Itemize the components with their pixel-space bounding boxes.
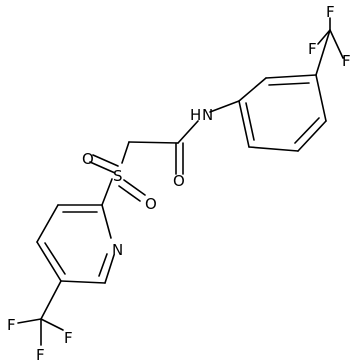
- bond-carbonyl-c-to-ch2: [128, 141, 179, 144]
- bond-lines: [17, 17, 344, 346]
- bond-pyridine-3: [36, 241, 62, 282]
- bond-s-to-o-bottom-1: [123, 179, 146, 196]
- bond-pyridine-2: [36, 204, 59, 243]
- atom-f-top-3: F: [342, 52, 351, 70]
- bond-pyridine-inner-2: [44, 242, 66, 275]
- atom-o-carbonyl: O: [173, 172, 185, 190]
- bond-s-to-o-bottom-2: [118, 185, 141, 202]
- atom-f-bottom-3: F: [36, 346, 45, 362]
- atom-f-top-1: F: [326, 3, 335, 21]
- bond-pyridine-5: [104, 254, 115, 284]
- atom-h-amide: H: [190, 106, 201, 124]
- bond-pyridine-inner-3: [98, 253, 108, 277]
- bond-top-ring-2: [315, 74, 327, 122]
- atom-f-bottom-1: F: [7, 316, 16, 334]
- bond-cf3-top-to-ring: [315, 29, 331, 76]
- bond-cf3-bottom-f1: [17, 318, 42, 324]
- bond-ch2-to-s: [121, 141, 130, 164]
- atom-f-bottom-2: F: [64, 329, 73, 347]
- bond-n-to-carbonyl-c: [177, 120, 199, 144]
- bond-top-ring-5: [238, 100, 250, 148]
- bond-ring-to-cf3-bottom: [40, 280, 62, 320]
- atom-o-sulfonyl-left: O: [82, 150, 94, 168]
- atom-s-sulfonyl: S: [113, 167, 123, 185]
- bond-cf3-top-f3: [329, 29, 344, 59]
- bond-s-to-o-left-2: [89, 161, 116, 174]
- atom-labels: F F F N H O O S O N F F F: [7, 3, 351, 362]
- bond-top-ring-1: [265, 74, 317, 79]
- bond-top-ring-4: [248, 146, 299, 152]
- bond-top-ring-inner-3: [245, 102, 255, 141]
- atom-o-sulfonyl-bottom: O: [145, 195, 157, 213]
- bond-cf3-bottom-f2: [40, 318, 64, 331]
- bond-s-to-pyridine: [101, 178, 113, 206]
- bond-top-ring-inner-2: [294, 117, 320, 144]
- atom-n-pyridine: N: [112, 241, 123, 259]
- bond-cf3-top-f2: [317, 29, 331, 45]
- bond-top-ring-inner-1: [268, 82, 310, 86]
- atom-f-top-2: F: [308, 40, 317, 58]
- bond-top-ring-6: [238, 77, 267, 102]
- bond-pyridine-6: [101, 204, 112, 239]
- atom-n-amide: N: [202, 106, 213, 124]
- bond-top-ring-3: [297, 120, 327, 152]
- bond-pyridine-4: [60, 280, 106, 284]
- bond-ring-to-n: [209, 100, 240, 113]
- bond-s-to-o-left-1: [92, 154, 119, 167]
